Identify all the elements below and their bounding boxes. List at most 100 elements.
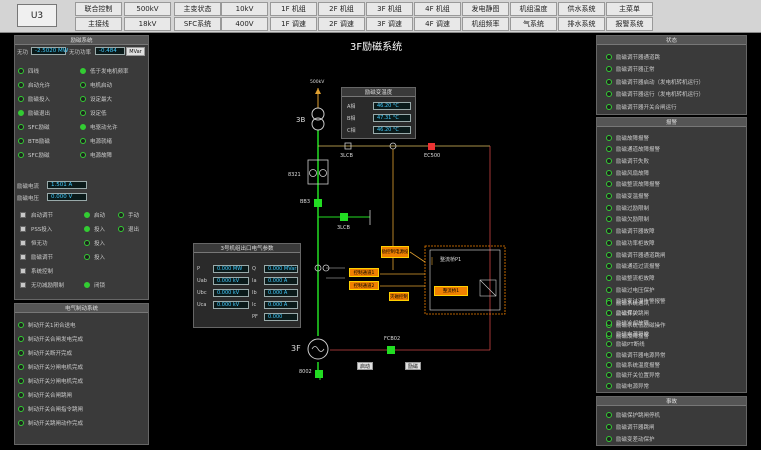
excite-status-left-4: SFC励磁 [18,122,50,131]
control-state-2: 投入 [84,238,105,247]
start-button[interactable]: 启动 [357,362,373,370]
nav-button-bottom-7[interactable]: 4F 调速 [414,17,461,31]
alarm2-item-2: 励磁冷却故障 [606,319,649,328]
brake-label: 制动开关合闸发电完成 [28,336,84,343]
control-item-5[interactable]: 无功减励限制 [20,280,64,289]
item-label: 励磁整流柜故障 [616,275,655,282]
control-item-4[interactable]: 系统控制 [20,266,53,275]
nav-button-top-1[interactable]: 500kV [124,2,171,16]
control-item-3[interactable]: 励磁调节 [20,252,53,261]
control-label: 励磁调节 [31,254,54,261]
nav-button-top-4[interactable]: 1F 机组 [270,2,317,16]
temp-value-0: 46.20 °C [373,102,411,110]
electric-brake-panel: 电气制动系统 [14,303,149,445]
control-channel-2-box[interactable]: 控制通道2 [349,281,379,290]
alarm-panel: 报警 [596,117,747,393]
status-label: 电源就绪 [90,138,113,145]
generator-label: 3F [291,344,301,353]
checkbox-icon[interactable] [20,253,26,260]
item-label: 励磁功率柜故障 [616,240,655,247]
nav-button-bottom-5[interactable]: 2F 调速 [318,17,365,31]
status-indicator-icon [18,377,24,384]
nav-button-bottom-9[interactable]: 气系统 [510,17,557,31]
status-indicator-icon [18,405,24,412]
nav-button-bottom-6[interactable]: 3F 调速 [366,17,413,31]
control-item-2[interactable]: 恒无功 [20,238,48,247]
measurement-box-title: 3号机组出口电气参数 [194,244,300,253]
nav-button-bottom-0[interactable]: 主接线 [75,17,122,31]
nav-button-top-2[interactable]: 主变状态 [174,2,221,16]
status-indicator-icon [18,81,24,88]
item-label: 励磁电源异常 [616,331,650,338]
control-item-0[interactable]: 启动调节 [20,210,53,219]
de-excite-control-box[interactable]: 灭磁控制 [389,292,409,301]
power-label: 无功 [17,50,29,56]
status-indicator-icon [606,239,612,246]
control-item-1[interactable]: PSS投入 [20,224,52,233]
brake-label: 制动开关跳闸动作完成 [28,420,84,427]
status-label: 设定最大 [90,96,113,103]
excite-status-right-4: 电驱动允许 [80,122,118,131]
nav-button-bottom-2[interactable]: SFC系统 [174,17,221,31]
meas-key2-0: Q [252,266,256,272]
control-label: PSS投入 [31,226,53,233]
status-indicator-icon [18,67,24,74]
item-label: 励磁故障报警 [616,334,650,341]
item-label: 励磁整流故障报警 [616,182,661,189]
item-label: 励磁调节器故障 [616,229,655,236]
temp-label-0: A相 [347,104,356,110]
item-label: 励磁调节器启动（发电机转机运行） [616,79,705,86]
meas-key-3: Uca [197,302,207,308]
brake-label: 制动开关分闸电机完成 [28,378,84,385]
checkbox-icon[interactable] [20,281,26,288]
checkbox-icon[interactable] [20,239,26,246]
status-indicator-icon [606,204,612,211]
excitation-voltage-label: 励磁电压 [17,196,40,202]
state-indicator-icon [84,253,90,260]
checkbox-icon[interactable] [20,267,26,274]
nav-button-bottom-10[interactable]: 排水系统 [558,17,605,31]
status-indicator-icon [18,419,24,426]
meas-value2-3: 0.000 A [264,301,298,309]
nav-button-bottom-8[interactable]: 机组频率 [462,17,509,31]
item-label: 励磁开关位置异常 [616,373,661,380]
nav-button-top-7[interactable]: 4F 机组 [414,2,461,16]
checkbox-icon[interactable] [20,211,26,218]
status-indicator-icon [80,81,86,88]
right-mid-item-1: 励磁通道故障报警 [606,145,660,154]
item-label: 励磁调节器正常 [616,67,655,74]
item-label: 励磁变差动保护 [616,436,655,443]
nav-button-bottom-1[interactable]: 18kV [124,17,171,31]
nav-button-bottom-4[interactable]: 1F 调速 [270,17,317,31]
status-indicator-icon [606,341,612,348]
nav-button-top-8[interactable]: 发电静图 [462,2,509,16]
meas-value2-2: 0.000 A [264,289,298,297]
nav-button-top-3[interactable]: 10kV [221,2,268,16]
control-label: 恒无功 [31,240,48,247]
status-indicator-icon [606,103,612,110]
state-label: 闭锁 [94,282,106,289]
control-channel-1-box[interactable]: 控制通道1 [349,268,379,277]
transformer-label: 3B [296,116,306,124]
nav-button-top-6[interactable]: 3F 机组 [366,2,413,16]
nav-button-bottom-3[interactable]: 400V [221,17,268,31]
item-label: 励磁过电压保护 [616,287,655,294]
excite-button[interactable]: 励磁 [405,362,421,370]
excite-control-power-box[interactable]: 起励控制电源投入 [381,246,409,258]
nav-button-top-5[interactable]: 2F 机组 [318,2,365,16]
label-8321: 8321 [288,172,301,178]
right-top-item-4: 励磁调节器开关合闸运行 [606,102,677,111]
nav-button-top-10[interactable]: 供水系统 [558,2,605,16]
nav-button-top-9[interactable]: 机组温度 [510,2,557,16]
status-indicator-icon [606,411,612,418]
nav-button-top-11[interactable]: 主菜单 [606,2,653,16]
nav-button-bottom-11[interactable]: 报警系统 [606,17,653,31]
rectifier-bridge-box[interactable]: 整流桥1 [434,286,468,296]
status-indicator-icon [606,66,612,73]
checkbox-icon[interactable] [20,225,26,232]
alarm2-item-7: 励磁开关位置异常 [606,371,660,380]
nav-button-top-0[interactable]: 联合控制 [75,2,122,16]
excite-status-right-0: 低于发电机频率 [80,66,129,75]
